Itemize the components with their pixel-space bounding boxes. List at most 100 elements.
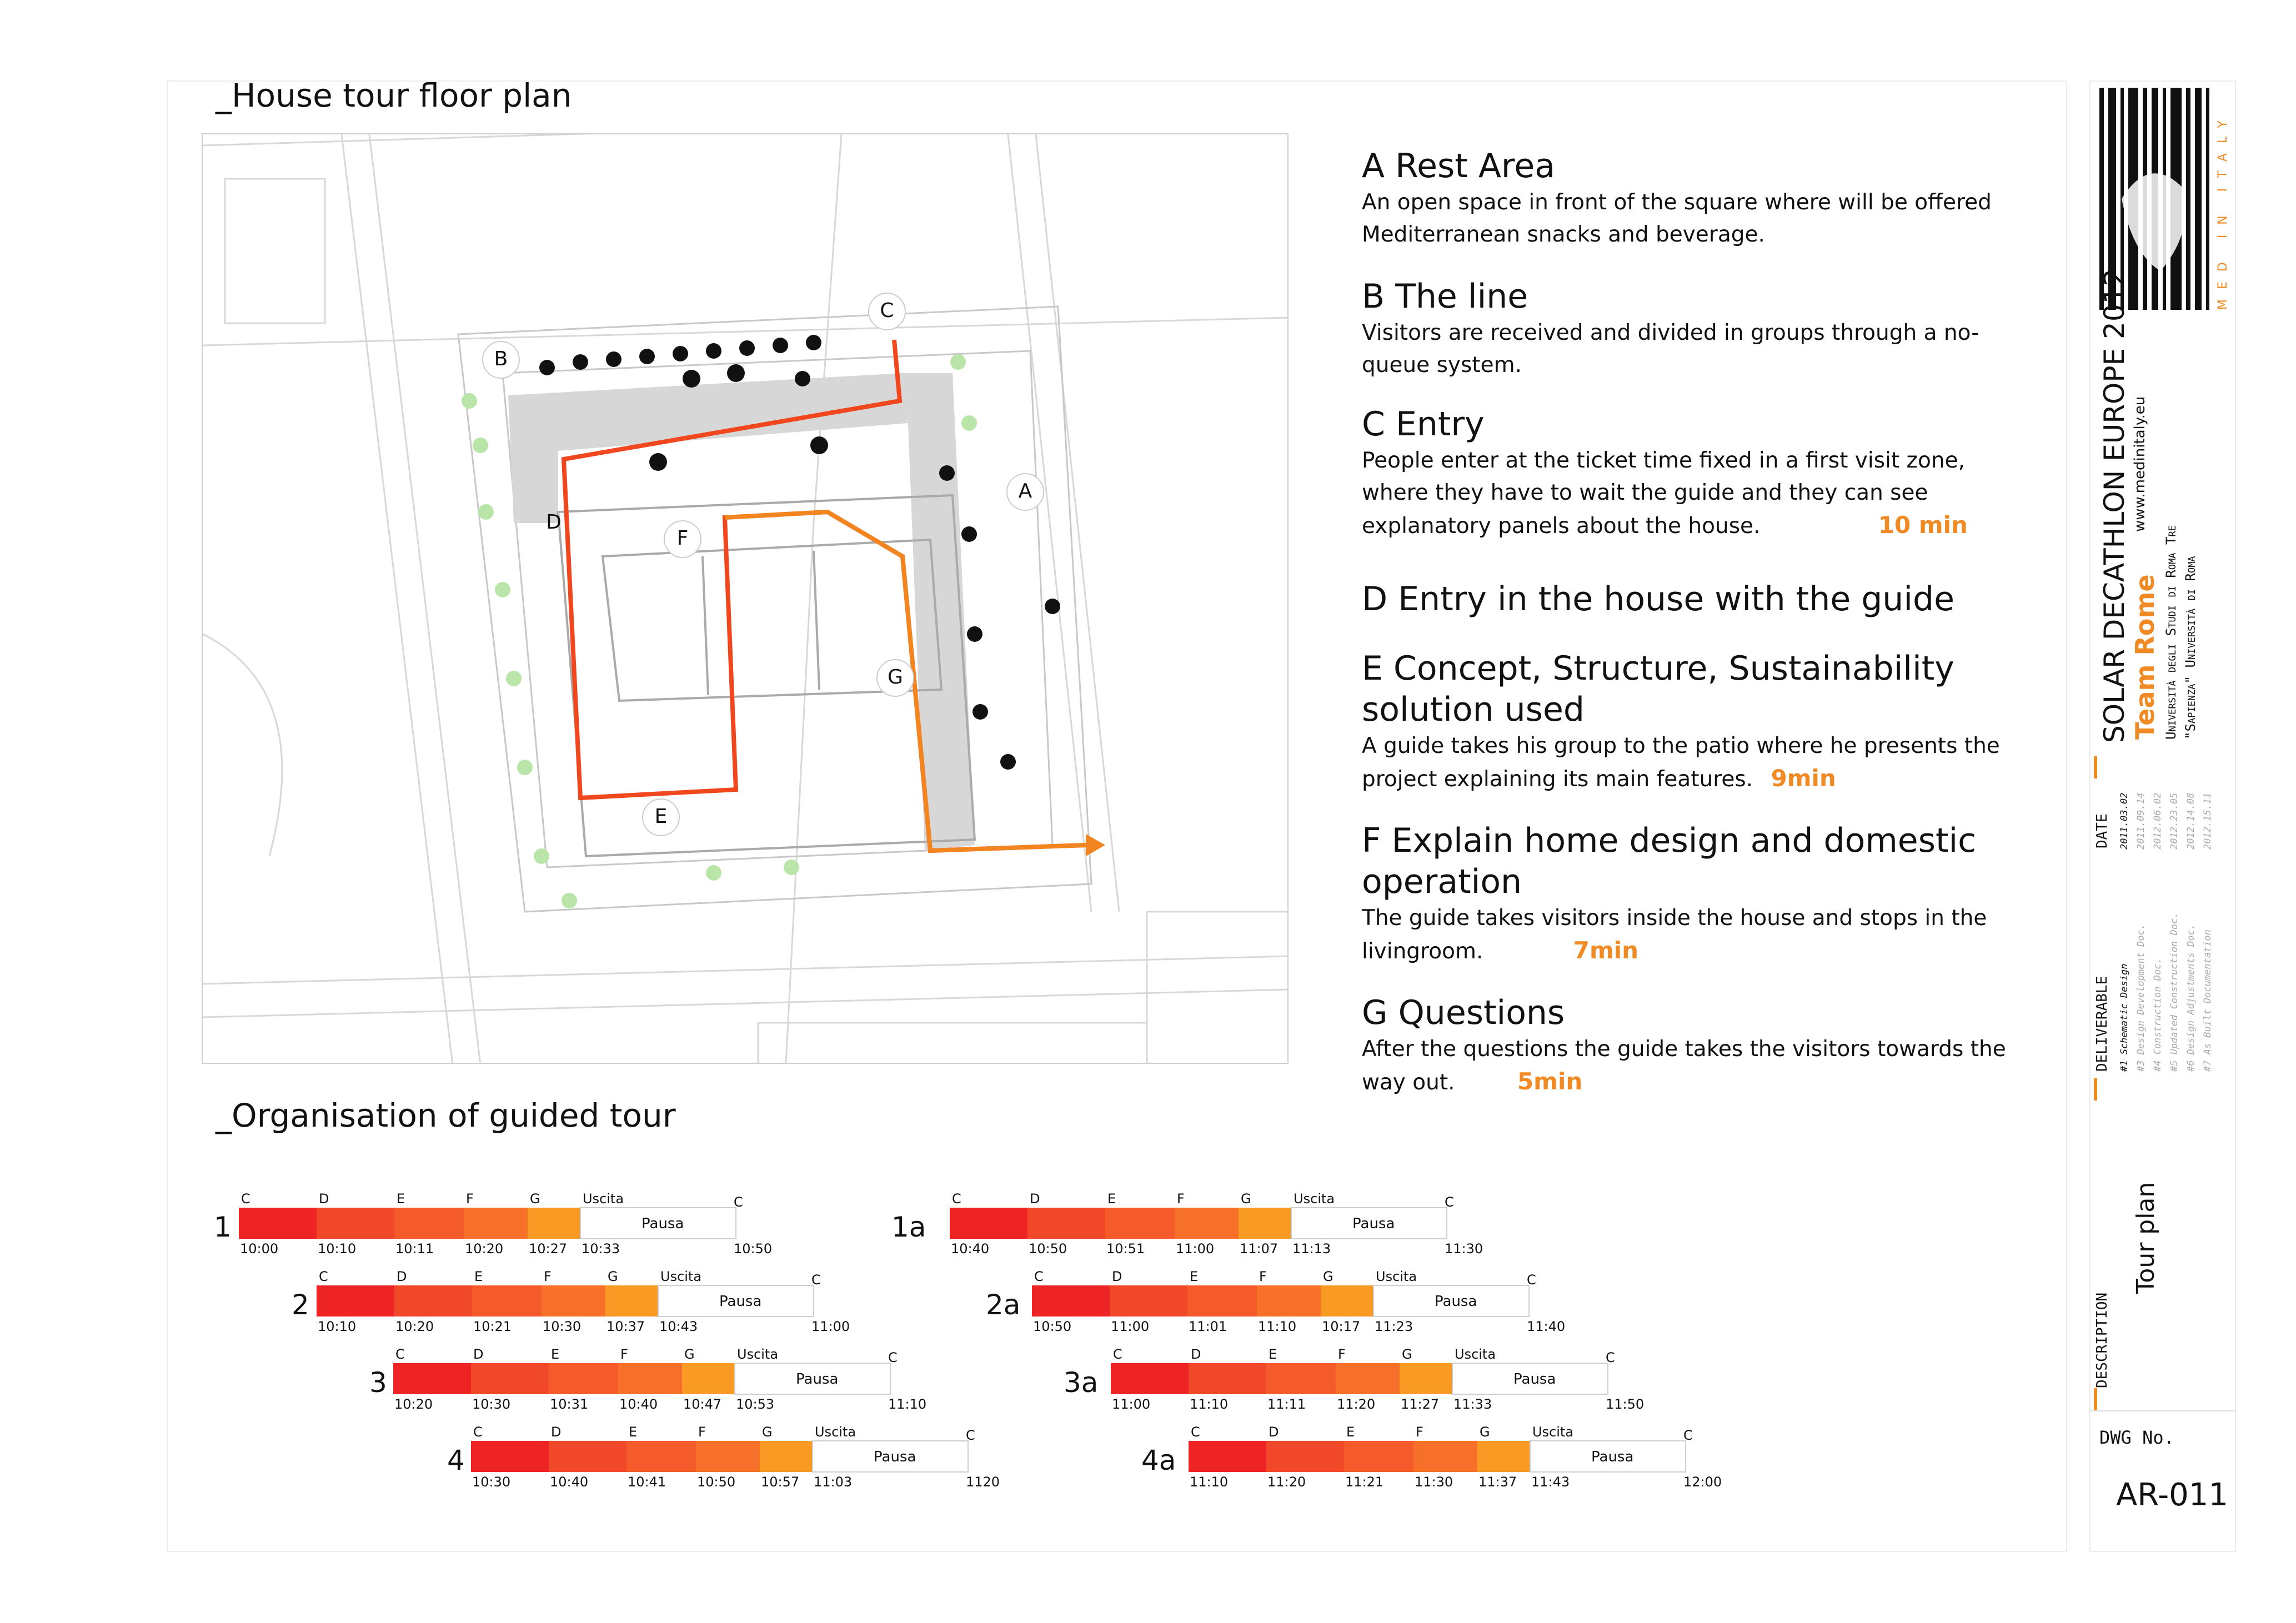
timeline-segment-label: F (1416, 1424, 1423, 1440)
timeline-segment (626, 1441, 696, 1472)
deliverable-header: DELIVERABLE (2094, 976, 2110, 1072)
timeline-segment (682, 1363, 735, 1394)
timeline-segment (1400, 1363, 1452, 1394)
timeline-segment (1187, 1285, 1257, 1317)
plan-label-e: E (642, 798, 680, 836)
timeline-segment-label: Uscita (660, 1269, 701, 1284)
deliverable-6-date: 2012.15.11 (2202, 792, 2213, 850)
deliverable-2-date: 2011.09.14 (2135, 792, 2147, 850)
logo: MED IN ITALY (2099, 88, 2230, 310)
timeline-segment (317, 1208, 394, 1239)
timeline-segment (1032, 1285, 1110, 1317)
deliverable-4-date: 2012.23.05 (2169, 792, 2180, 850)
timeline-segment (549, 1441, 626, 1472)
timeline-time-label: 11:10 (888, 1396, 926, 1412)
legend-item-a: A Rest Area An open space in front of th… (1362, 145, 2006, 251)
legend-item-c: C Entry People enter at the ticket time … (1362, 404, 2006, 542)
timeline-time-label: 11:43 (1531, 1474, 1570, 1490)
timeline-segment-label: Uscita (1455, 1346, 1496, 1362)
timeline-segment (1530, 1440, 1686, 1473)
timeline-segment (471, 1441, 549, 1472)
timeline-segment-label: C (1683, 1428, 1693, 1443)
timeline-time-label: 10:27 (529, 1241, 567, 1257)
timeline-segment-label: F (1177, 1191, 1185, 1207)
timeline-segment-label: E (397, 1191, 405, 1207)
accent-bar-3 (2094, 1388, 2097, 1410)
timeline-time-label: 12:00 (1683, 1474, 1722, 1490)
timeline-time-label: 10:57 (761, 1474, 799, 1490)
timeline-segment (317, 1285, 394, 1317)
timeline-segment-label: D (397, 1269, 407, 1284)
timeline-segment-label: C (1113, 1346, 1122, 1362)
timeline-segment-label: G (1402, 1346, 1412, 1362)
legend-title: E Concept, Structure, Sustainability sol… (1362, 649, 1954, 729)
timeline-segment-label: D (473, 1346, 483, 1362)
timeline-segment (812, 1440, 969, 1473)
med-in-italy-logo (2099, 88, 2209, 310)
timeline-segment (1336, 1363, 1400, 1394)
timeline-segment (528, 1208, 580, 1239)
divider (2089, 1410, 2236, 1411)
timeline-time-label: 11:30 (1445, 1241, 1483, 1257)
timeline-segment (464, 1208, 528, 1239)
timeline-segment-label: G (608, 1269, 618, 1284)
deliverable-2: #3 Design Development Doc. (2135, 923, 2147, 1072)
legend-item-f: F Explain home design and domestic opera… (1362, 820, 2006, 968)
timeline-time-label: 10:33 (581, 1241, 620, 1257)
timeline-segment-label: C (395, 1346, 405, 1362)
description-value: Tour plan (2132, 1182, 2160, 1294)
timeline-segment-label: F (466, 1191, 474, 1207)
timeline-time-label: 10:10 (318, 1241, 356, 1257)
timeline-pause-label: Pausa (1513, 1371, 1556, 1388)
timeline-segment (1321, 1285, 1373, 1317)
timeline-time-label: 10:53 (736, 1396, 774, 1412)
timeline-segment (1413, 1441, 1477, 1472)
timeline-segment-label: Uscita (1376, 1269, 1417, 1284)
timeline-segment (760, 1441, 813, 1472)
timeline-segment (658, 1285, 814, 1317)
legend-title: B The line (1362, 277, 1528, 316)
timeline-time-label: 10:20 (395, 1319, 434, 1334)
timeline-segment-label: E (1269, 1346, 1277, 1362)
dwg-label: DWG No. (2099, 1427, 2174, 1448)
legend-item-e: E Concept, Structure, Sustainability sol… (1362, 648, 2006, 796)
timeline-time-label: 10:51 (1106, 1241, 1145, 1257)
timeline-row-label: 4 (447, 1444, 465, 1476)
timeline-segment-label: Uscita (1294, 1191, 1335, 1207)
timeline-segment (1111, 1363, 1189, 1394)
timeline-segment-label: E (474, 1269, 483, 1284)
timeline-time-label: 10:31 (550, 1396, 588, 1412)
timeline-time-label: 10:17 (1322, 1319, 1360, 1334)
plan-label-a: A (1006, 473, 1044, 511)
timeline-time-label: 10:30 (472, 1474, 510, 1490)
timeline-row-label: 1a (891, 1211, 926, 1243)
timeline-segment-label: G (1241, 1191, 1251, 1207)
timeline-segment-label: C (1445, 1194, 1454, 1210)
timeline-pause-label: Pausa (719, 1293, 761, 1310)
timeline-segment-label: C (1527, 1272, 1536, 1288)
timeline-segment (1189, 1441, 1266, 1472)
timeline-time-label: 11:50 (1606, 1396, 1644, 1412)
timeline-time-label: 11:13 (1292, 1241, 1331, 1257)
timeline-segment-label: G (1480, 1424, 1490, 1440)
accent-bar-1 (2094, 756, 2097, 778)
timeline-time-label: 11:27 (1401, 1396, 1439, 1412)
timeline-segment-label: F (544, 1269, 552, 1284)
deliverable-1: #1 Schematic Design (2119, 963, 2130, 1072)
timeline-row-label: 2 (292, 1289, 309, 1321)
timeline-time-label: 10:37 (606, 1319, 645, 1334)
timeline-time-label: 11:00 (811, 1319, 850, 1334)
timeline-segment (393, 1363, 471, 1394)
timeline-time-label: 11:00 (1111, 1319, 1149, 1334)
timeline-segment (1257, 1285, 1321, 1317)
deliverable-5: #6 Design Adjustments Doc. (2185, 923, 2197, 1072)
timeline-time-label: 10:47 (683, 1396, 721, 1412)
legend-item-g: G Questions After the questions the guid… (1362, 992, 2006, 1099)
legend-duration: 7min (1573, 937, 1639, 964)
timeline-segment-label: D (1269, 1424, 1279, 1440)
timeline-time-label: 11:00 (1112, 1396, 1150, 1412)
legend-title: G Questions (1362, 993, 1565, 1032)
drawing-frame (167, 81, 2067, 1552)
timeline-segment-label: C (966, 1428, 975, 1443)
floor-plan: A B C D E F G (202, 133, 1289, 1064)
